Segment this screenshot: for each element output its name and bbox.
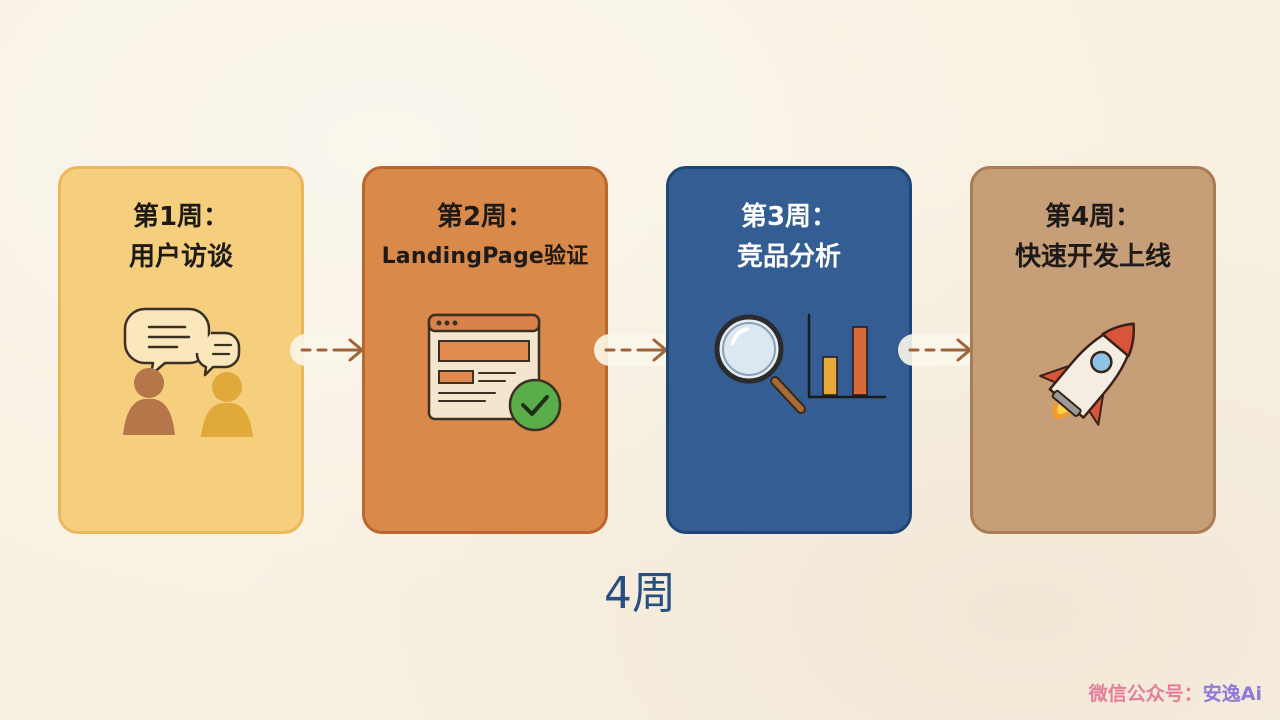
step-task-label: 用户访谈 xyxy=(128,242,233,272)
step-title: 第4周： 快速开发上线 xyxy=(973,197,1213,277)
step-title: 第2周： LandingPage验证 xyxy=(365,197,605,277)
magnifier-chart-icon xyxy=(714,313,887,414)
step-card-week-2: 第2周： LandingPage验证 xyxy=(362,166,608,534)
step-task-label: 竞品分析 xyxy=(736,242,841,272)
step-title: 第3周： 竞品分析 xyxy=(669,197,909,277)
conversation-icon xyxy=(123,307,253,437)
rocket-icon xyxy=(1039,322,1135,426)
step-week-label: 第3周： xyxy=(740,202,838,232)
total-duration-label: 4周 xyxy=(604,568,676,619)
watermark-label: 微信公众号 xyxy=(1088,683,1184,705)
step-week-label: 第4周： xyxy=(1044,202,1142,232)
step-title: 第1周： 用户访谈 xyxy=(61,197,301,277)
watermark-separator: ： xyxy=(1183,683,1203,705)
step-card-week-1: 第1周： 用户访谈 xyxy=(58,166,304,534)
step-task-label: LandingPage验证 xyxy=(381,244,589,269)
arrow-right-icon xyxy=(594,334,680,366)
step-card-week-3: 第3周： 竞品分析 xyxy=(666,166,912,534)
step-week-label: 第1周： xyxy=(132,202,230,232)
step-task-label: 快速开发上线 xyxy=(1014,242,1171,272)
step-week-label: 第2周： xyxy=(436,202,534,232)
webpage-check-icon xyxy=(427,313,562,432)
watermark: 微信公众号：安逸Ai xyxy=(1089,682,1262,706)
step-card-week-4: 第4周： 快速开发上线 xyxy=(970,166,1216,534)
watermark-name: 安逸Ai xyxy=(1202,683,1262,705)
